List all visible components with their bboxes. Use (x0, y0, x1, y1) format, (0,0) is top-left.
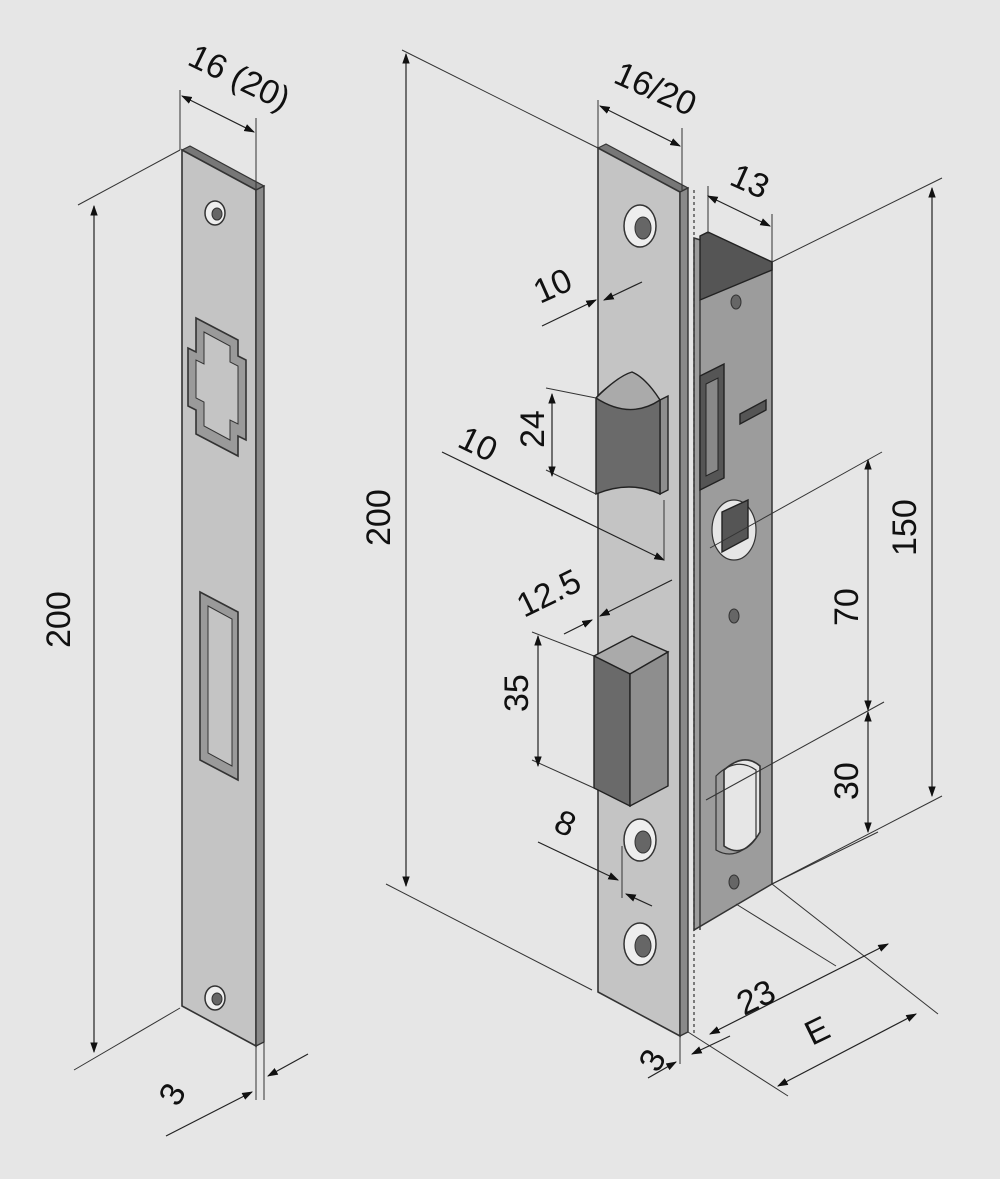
strike-plate-latch-cutout-inner (195, 331, 239, 441)
faceplate-thickness-label: 3 (632, 1043, 674, 1078)
strike-plate-face (181, 148, 257, 1048)
case-width-label: 23 (731, 972, 782, 1023)
faceplate (597, 146, 681, 1038)
strike-plate-thickness-label: 3 (152, 1077, 194, 1112)
strike-plate-dimensions: 16 (20) 200 3 (40, 37, 309, 1137)
lock-case-top (699, 231, 773, 302)
bolt-offset-label: 8 (549, 803, 582, 845)
lock-body (592, 143, 773, 1038)
spindle-spacing-label: 70 (828, 588, 866, 626)
latch-height-label: 24 (514, 410, 552, 448)
lock-height-label: 200 (360, 489, 398, 546)
strike-plate-bottom-hole-inner (211, 992, 223, 1006)
dead-bolt (592, 635, 670, 808)
strike-plate-top-hole-inner (211, 207, 223, 221)
faceplate-width-label: 16/20 (609, 55, 702, 124)
strike-plate-width-label: 16 (20) (182, 37, 295, 118)
strike-plate-height-label: 200 (40, 591, 78, 648)
spindle-square-icon (721, 498, 749, 554)
latch-offset-label: 10 (528, 261, 578, 311)
bolt-height-label: 35 (498, 674, 536, 712)
case-bottom-rivet (728, 874, 740, 890)
case-depth-label: 13 (725, 157, 775, 207)
latch-bolt (594, 371, 669, 496)
cylinder-hole (723, 759, 761, 852)
lock-body-dimensions: 16/20 13 200 10 24 10 12.5 35 (360, 49, 943, 1097)
case-slot (739, 398, 767, 426)
faceplate-side (679, 186, 689, 1038)
strike-plate (180, 145, 266, 1048)
backset-label: E (799, 1009, 836, 1053)
case-height-label: 150 (886, 499, 924, 556)
latch-throw-label: 10 (452, 419, 503, 470)
strike-plate-side (255, 184, 265, 1048)
bolt-throw-label: 12.5 (511, 562, 587, 625)
strike-plate-bolt-cutout-inner (207, 605, 233, 767)
case-top-rivet (730, 294, 742, 310)
lower-spacing-label: 30 (828, 762, 866, 800)
case-middle-rivet (728, 608, 740, 624)
